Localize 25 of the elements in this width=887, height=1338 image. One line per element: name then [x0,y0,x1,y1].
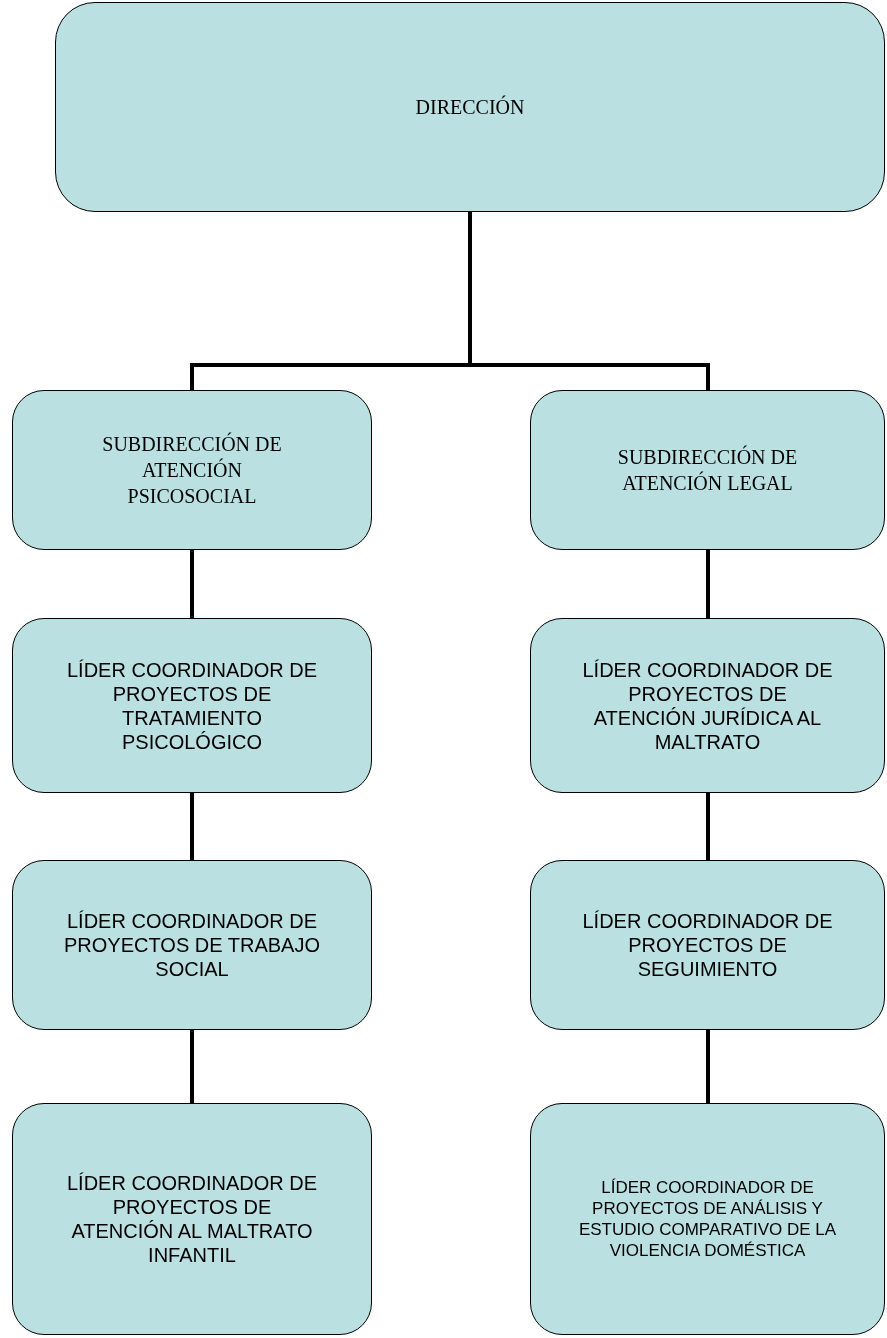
org-box [12,390,372,550]
box-label: LÍDER COORDINADOR DE PROYECTOS DE TRATAMIENTO PSICOLÓGICO [66,657,318,754]
org-box [12,860,372,1030]
box-label: LÍDER COORDINADOR DE PROYECTOS DE ATENCIÓN JURÍDICA AL MALTRATO [581,657,834,754]
connector-line [190,793,194,860]
connector-line [706,550,710,618]
box-label: LÍDER COORDINADOR DE PROYECTOS DE TRABAJO SOCIAL [63,909,321,981]
connector-line [468,212,710,390]
box-label: LÍDER COORDINADOR DE PROYECTOS DE ANÁLISIS Y ESTUDIO COMPARATIVO DE LA VIOLENCIA DOMÉSTICA [577,1177,838,1261]
org-box [55,2,885,212]
box-label: SUBDIRECCIÓN DE ATENCIÓN LEGAL [616,444,799,496]
org-box [530,618,885,793]
org-box [530,860,885,1030]
connector-line [706,793,710,860]
box-label: LÍDER COORDINADOR DE PROYECTOS DE SEGUIMIENTO [581,909,834,981]
connector-line [706,1030,710,1103]
org-box [530,390,885,550]
box-label: DIRECCIÓN [415,94,525,120]
org-box [12,1103,372,1335]
org-box [12,618,372,793]
box-label: LÍDER COORDINADOR DE PROYECTOS DE ATENCIÓN AL MALTRATO INFANTIL [66,1171,318,1267]
org-box [530,1103,885,1335]
connector-line [190,1030,194,1103]
box-label: SUBDIRECCIÓN DE ATENCIÓN PSICOSOCIAL [101,431,283,509]
connector-line [190,550,194,618]
